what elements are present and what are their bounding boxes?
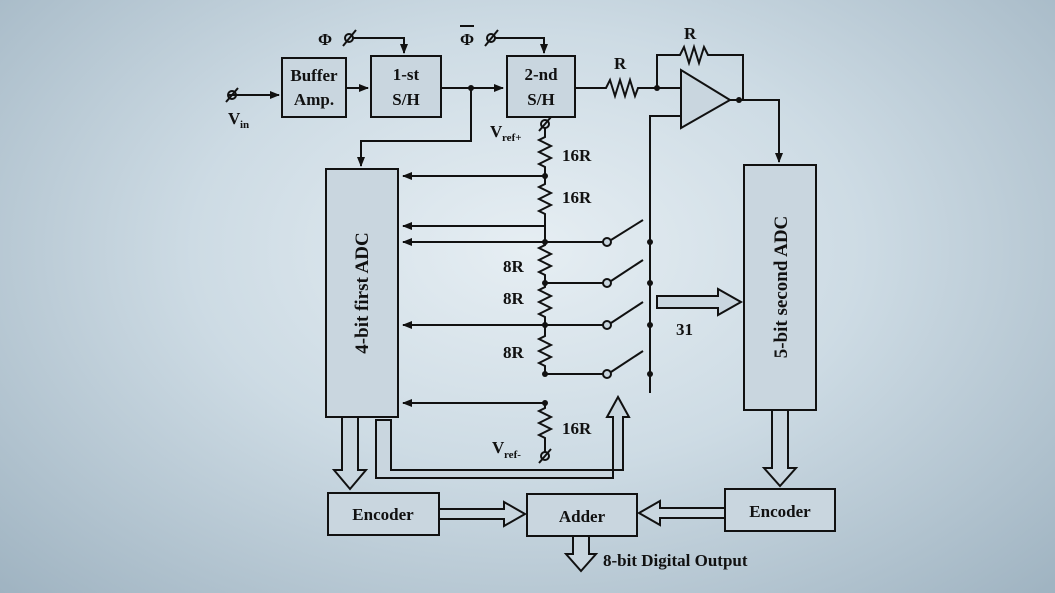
vref-minus-subscript: ref- xyxy=(504,449,521,461)
buffer-label-2: Amp. xyxy=(294,90,334,109)
feedback-r-label: R xyxy=(684,24,697,43)
second-adc: 5-bit second ADC xyxy=(743,164,817,411)
first-sample-hold: 1-st S/H xyxy=(370,55,442,118)
adc1-to-encoder-arrow xyxy=(331,416,369,491)
series-r-label: R xyxy=(614,54,627,73)
vin-terminal: V in xyxy=(225,87,280,131)
encoder1-to-adder-arrow xyxy=(438,500,528,528)
switch-array xyxy=(602,219,653,379)
adder-label: Adder xyxy=(559,507,606,526)
adder: Adder xyxy=(526,493,638,537)
second-sample-hold: 2-nd S/H xyxy=(506,55,576,118)
sh2-label-1: 2-nd xyxy=(524,65,558,84)
adc2-to-encoder-arrow xyxy=(761,409,799,488)
sh1-label-1: 1-st xyxy=(393,65,420,84)
vin-subscript: in xyxy=(240,119,249,131)
encoder1-label: Encoder xyxy=(352,505,414,524)
resistor-label-2: 16R xyxy=(562,188,592,207)
vin-label: V xyxy=(228,109,241,128)
resistor-label-1: 16R xyxy=(562,146,592,165)
opamp-triangle xyxy=(680,68,732,130)
vref-plus-label: V xyxy=(490,122,503,141)
resistor-label-4: 8R xyxy=(503,289,525,308)
series-resistor: R xyxy=(575,54,657,100)
resistor-label-3: 8R xyxy=(503,257,525,276)
adc1-label: 4-bit first ADC xyxy=(352,232,373,353)
adc2-label: 5-bit second ADC xyxy=(771,216,792,359)
vref-minus-terminal: V ref- xyxy=(492,438,552,464)
first-adc: 4-bit first ADC xyxy=(325,168,399,418)
vref-plus-subscript: ref+ xyxy=(502,132,522,144)
encoder2-to-adder-arrow xyxy=(636,499,726,527)
encoder-1: Encoder xyxy=(327,492,440,536)
vref-minus-label: V xyxy=(492,438,505,457)
phi-bar-clock-2: Φ xyxy=(460,25,548,54)
encoder-2: Encoder xyxy=(724,488,836,532)
vref-plus-terminal: V ref+ xyxy=(490,116,552,144)
sh2-label-2: S/H xyxy=(527,90,554,109)
sh1-label-2: S/H xyxy=(392,90,419,109)
resistor-label-5: 8R xyxy=(503,343,525,362)
adc1-to-switch-arrow xyxy=(375,394,631,479)
buffer-label-1: Buffer xyxy=(290,66,338,85)
output-arrow xyxy=(563,535,599,573)
phi1-label: Φ xyxy=(318,30,332,49)
count-label: 31 xyxy=(676,320,693,339)
output-label: 8-bit Digital Output xyxy=(603,551,748,570)
resistor-label-6: 16R xyxy=(562,419,592,438)
phi-clock-1: Φ xyxy=(318,29,408,54)
encoder2-label: Encoder xyxy=(749,502,811,521)
phi2-label: Φ xyxy=(460,30,474,49)
switch-control-arrow: 31 xyxy=(656,287,744,339)
feedback-resistor: R xyxy=(656,24,744,100)
buffer-amp: Buffer Amp. xyxy=(281,57,347,118)
